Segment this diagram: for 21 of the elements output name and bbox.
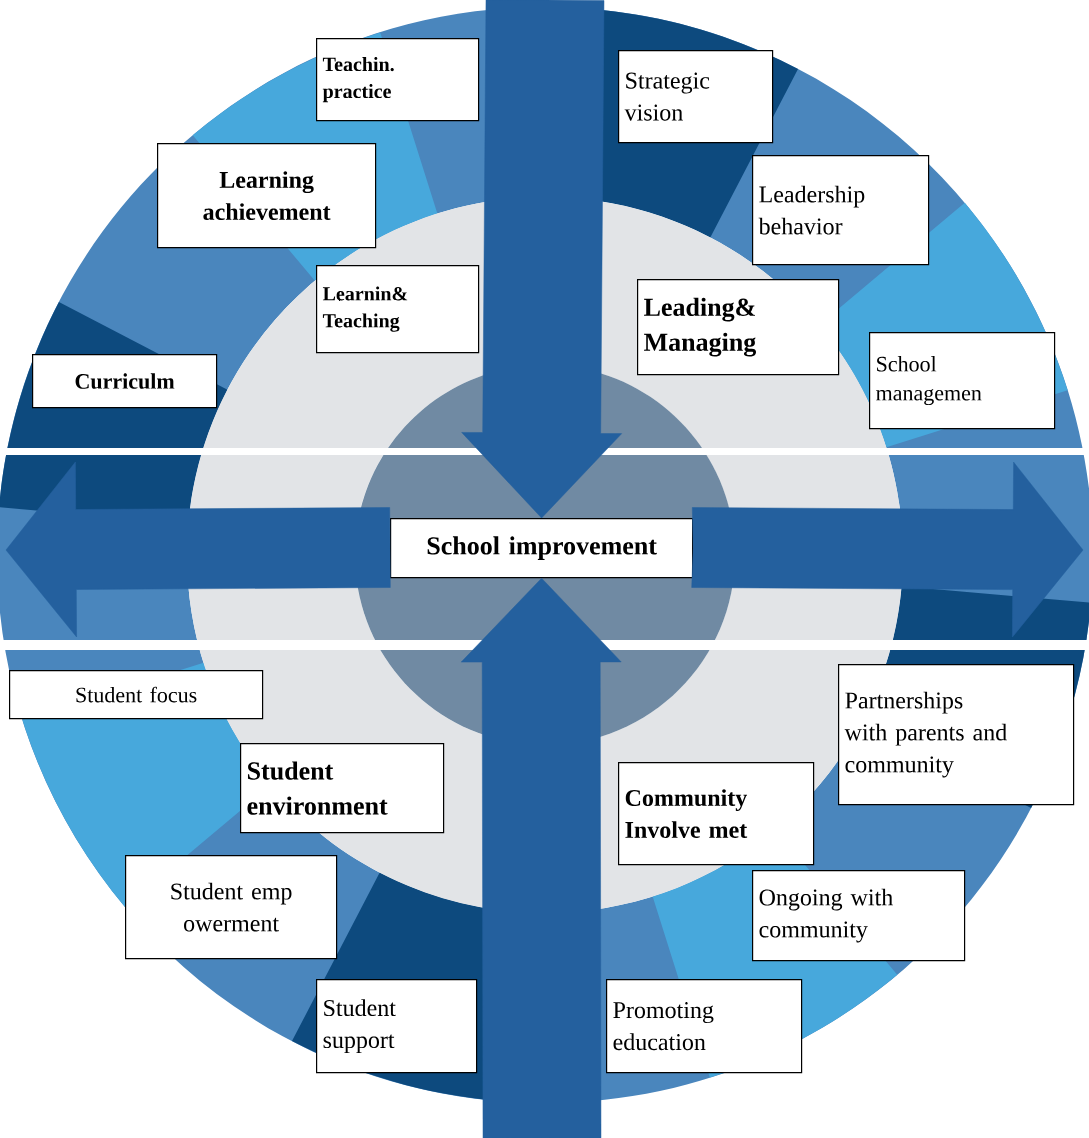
text-box: Student emp owerment — [125, 855, 338, 960]
arrow — [460, 577, 622, 1138]
text-box: Student environment — [240, 743, 445, 834]
text-box: Learnin& Teaching — [316, 265, 480, 354]
text-box: Student focus — [9, 670, 264, 720]
text-box: Teachin. practice — [316, 38, 480, 122]
text-box: Ongoing with community — [752, 870, 966, 962]
text-box: Strategic vision — [618, 50, 774, 144]
text-box: Curriculm — [32, 354, 218, 409]
arrow — [691, 461, 1084, 638]
text-box: Leadership behavior — [752, 155, 930, 266]
text-box: Learning achievement — [157, 143, 377, 249]
text-box: School managemen — [869, 332, 1056, 430]
text-box: Leading& Managing — [637, 279, 840, 376]
text-box: Community Involve met — [618, 762, 815, 866]
text-box: Partnerships with parents and community — [838, 664, 1075, 806]
text-box: School improvement — [390, 518, 694, 579]
text-box: Student support — [316, 979, 478, 1074]
arrow — [5, 461, 391, 638]
text-box: Promoting education — [606, 979, 803, 1074]
arrow — [461, 0, 622, 519]
